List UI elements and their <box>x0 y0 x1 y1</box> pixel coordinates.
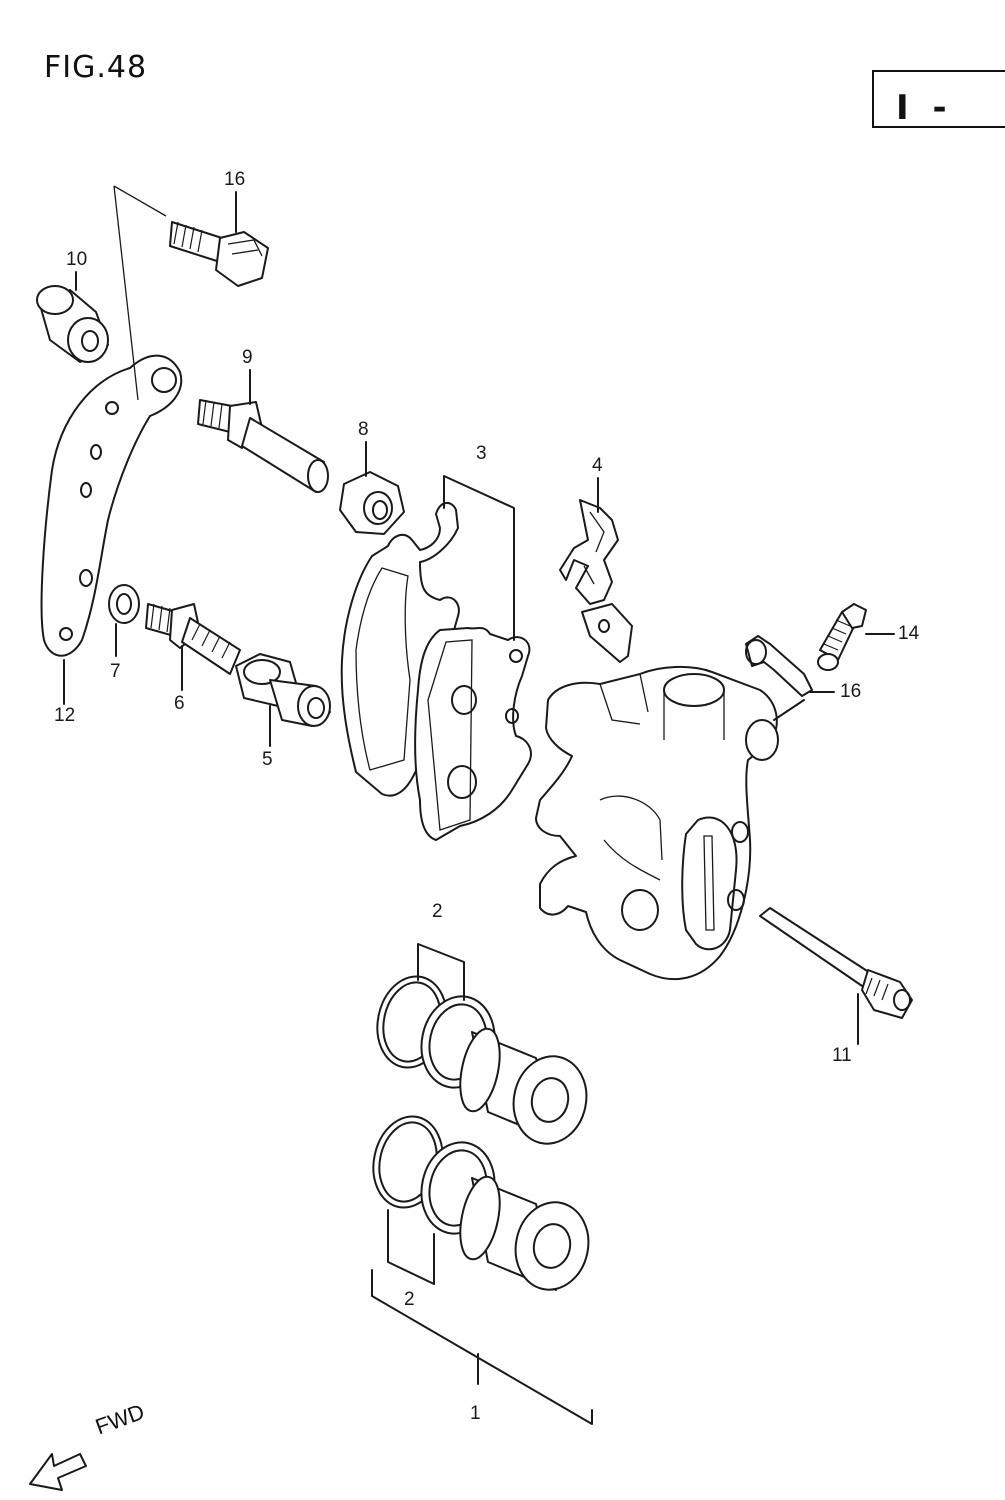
caliper-body-drawing <box>535 665 779 981</box>
part-10-collar-drawing <box>36 285 109 363</box>
figure-title: FIG.48 <box>44 50 148 85</box>
leader-16-bracket <box>113 185 167 401</box>
callout-10: 10 <box>66 249 88 270</box>
callout-6: 6 <box>174 693 185 714</box>
piston-lower-drawing <box>459 1175 590 1291</box>
forward-arrow-icon <box>29 1453 87 1491</box>
piston-upper-drawing <box>459 1027 588 1145</box>
callout-12: 12 <box>54 705 76 726</box>
part-4-spring-drawing <box>559 499 633 663</box>
callout-5: 5 <box>262 749 273 770</box>
leader-1-bracket <box>371 1269 593 1425</box>
callout-13: 14 <box>898 623 920 644</box>
leader-2-lower <box>387 1209 435 1285</box>
part-2-lower-seals-drawing <box>372 1115 496 1235</box>
part-11-pin-drawing <box>759 907 913 1019</box>
callout-2-lower: 2 <box>404 1289 415 1310</box>
callout-16: 16 <box>224 169 246 190</box>
part-3-brake-pads-drawing <box>340 502 532 841</box>
part-5-sleeve-drawing <box>235 653 331 727</box>
part-9-pin-drawing <box>197 399 329 493</box>
part-7-washer-drawing <box>108 584 140 624</box>
leader-2-upper <box>417 943 465 1001</box>
callout-2-upper: 2 <box>432 901 443 922</box>
callout-9: 9 <box>242 347 253 368</box>
part-14-cap-drawing <box>745 635 813 697</box>
callout-3: 3 <box>476 443 487 464</box>
leader-14 <box>773 691 835 721</box>
part-12-bracket-drawing <box>40 354 183 657</box>
callout-14: 16 <box>840 681 862 702</box>
leader-3 <box>443 475 515 641</box>
callout-4: 4 <box>592 455 603 476</box>
part-16-bolt-drawing <box>169 221 269 287</box>
callout-8: 8 <box>358 419 369 440</box>
part-6-bolt-drawing <box>145 603 241 675</box>
part-8-boot-drawing <box>339 471 405 535</box>
callout-1: 1 <box>470 1403 481 1424</box>
callout-7: 7 <box>110 661 121 682</box>
callout-11: 11 <box>832 1045 852 1066</box>
section-badge: I - <box>872 70 1005 128</box>
part-13-bleeder-drawing <box>817 603 867 671</box>
